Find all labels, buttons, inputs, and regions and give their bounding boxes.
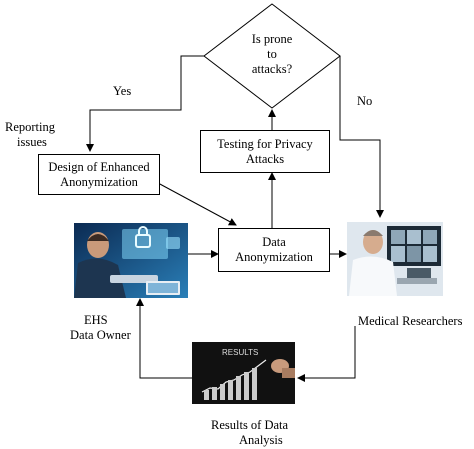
no-arrow — [339, 56, 384, 218]
results-line-2: Analysis — [239, 433, 283, 447]
data-owner-label: EHS Data Owner — [70, 313, 131, 343]
owner-line-2: Data Owner — [70, 328, 131, 342]
results-chart-image: RESULTS — [192, 342, 295, 404]
design-to-anonymization-arrow — [157, 182, 237, 226]
owner-line-1: EHS — [84, 313, 108, 327]
no-label: No — [357, 94, 373, 108]
reporting-line-2: issues — [17, 135, 47, 149]
data-owner-photo — [74, 223, 188, 298]
decision-line-3: attacks? — [251, 62, 293, 76]
design-box-line-1: Design of Enhanced — [48, 159, 150, 174]
yes-label: Yes — [113, 84, 132, 98]
decision-line-2: to — [267, 47, 277, 61]
reporting-issues-label: Reporting issues — [5, 120, 55, 150]
testing-privacy-attacks-box: Testing for Privacy Attacks — [200, 130, 330, 173]
reporting-line-1: Reporting — [5, 120, 55, 134]
results-line-1: Results of Data — [211, 418, 289, 432]
decision-diamond — [203, 3, 341, 109]
design-enhanced-anonymization-box: Design of Enhanced Anonymization — [38, 154, 160, 195]
yes-arrow — [86, 55, 204, 152]
results-analysis-label: Results of Data Analysis — [211, 418, 288, 448]
data-anonymization-box: Data Anonymization — [218, 228, 330, 272]
anonymization-box-line-2: Anonymization — [235, 250, 313, 264]
medical-researchers-label: Medical Researchers — [358, 314, 463, 328]
anonymization-box-line-1: Data — [262, 235, 286, 249]
decision-text: Is prone to attacks? — [230, 32, 314, 77]
design-box-line-2: Anonymization — [60, 174, 138, 189]
results-image-text: RESULTS — [222, 348, 258, 357]
decision-line-1: Is prone — [251, 32, 293, 46]
medical-researchers-photo — [347, 222, 443, 296]
results-to-owner-arrow — [136, 298, 192, 379]
researchers-to-results-arrow — [297, 326, 356, 382]
testing-box-line-1: Testing for Privacy — [217, 136, 313, 151]
testing-box-line-2: Attacks — [245, 151, 285, 166]
